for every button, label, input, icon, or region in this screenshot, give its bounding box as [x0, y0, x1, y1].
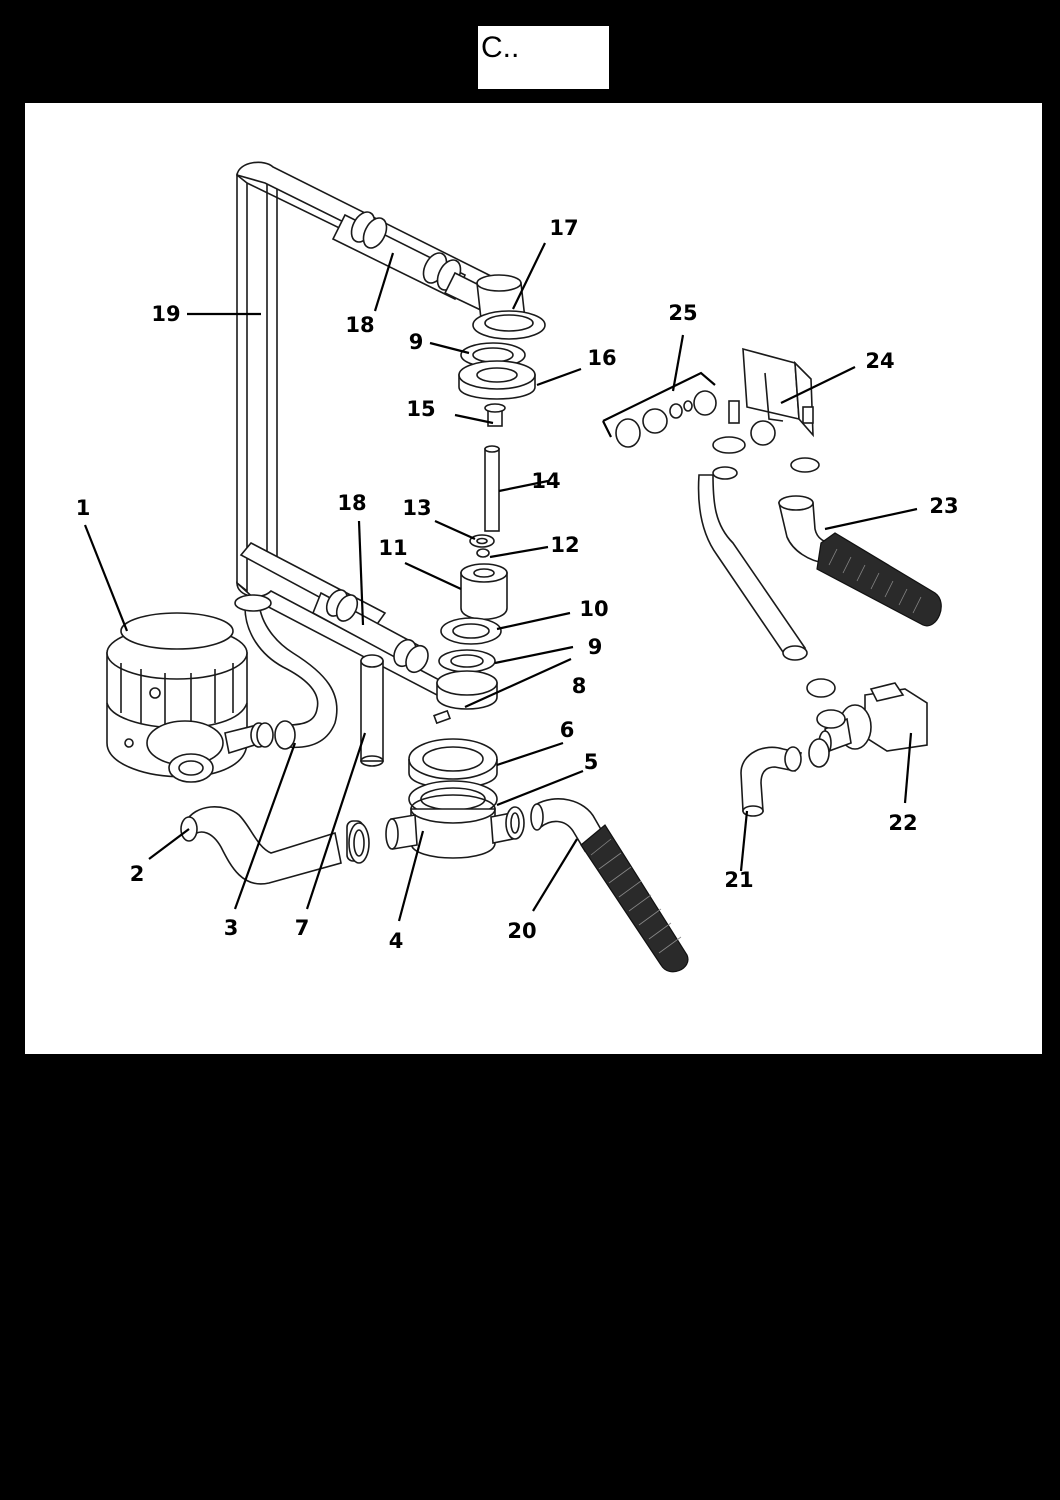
callout-18-lower: 18 — [337, 491, 366, 515]
leader-lines — [83, 242, 918, 922]
elbow-21 — [740, 746, 803, 817]
flange-8 — [433, 670, 498, 725]
callout-1: 1 — [76, 496, 91, 520]
vertical-pipe-7 — [360, 654, 384, 767]
pump-1 — [106, 612, 268, 783]
corrugated-hose-20 — [530, 798, 689, 973]
callout-6: 6 — [560, 718, 575, 742]
pipe-2 — [180, 806, 364, 885]
callout-10: 10 — [579, 597, 608, 621]
seal-10 — [440, 617, 502, 645]
callout-22: 22 — [888, 811, 917, 835]
callout-18-upper: 18 — [345, 313, 374, 337]
callout-4: 4 — [389, 929, 404, 953]
callout-5: 5 — [584, 750, 599, 774]
callout-25: 25 — [668, 301, 697, 325]
seal-ring-5 — [408, 780, 498, 818]
callout-16: 16 — [587, 346, 616, 370]
housing-11 — [460, 563, 508, 620]
callout-17: 17 — [549, 216, 578, 240]
callout-14: 14 — [531, 469, 560, 493]
callout-2: 2 — [130, 862, 145, 886]
callout-9-lower: 9 — [588, 635, 603, 659]
pipe-section-18-lower — [311, 589, 429, 674]
callout-15: 15 — [406, 397, 435, 421]
curved-pipe-right — [697, 466, 808, 661]
corrugated-hose-23 — [777, 495, 942, 627]
tee-fitting-17 — [472, 274, 546, 340]
header-box: C.. — [478, 26, 609, 89]
pipe-section-18-upper — [331, 211, 497, 315]
callout-3: 3 — [224, 916, 239, 940]
callout-21: 21 — [724, 868, 753, 892]
callout-7: 7 — [295, 916, 310, 940]
hose-3 — [234, 594, 338, 750]
flange-16 — [458, 360, 536, 400]
callout-23: 23 — [929, 494, 958, 518]
diagram-canvas: 1 2 3 4 5 6 7 8 9 9 10 11 12 13 14 15 16… — [76, 161, 959, 973]
callout-20: 20 — [507, 919, 536, 943]
callout-8: 8 — [572, 674, 587, 698]
header-text: C.. — [481, 31, 520, 64]
bushing-15 — [484, 403, 506, 427]
exploded-parts-diagram: 1 2 3 4 5 6 7 8 9 9 10 11 12 13 14 15 16… — [25, 103, 1042, 1054]
washer-13 — [469, 534, 495, 548]
shaft-14 — [484, 445, 500, 532]
ring-12 — [476, 548, 490, 558]
callout-9-upper: 9 — [409, 330, 424, 354]
bracket-24 — [712, 347, 820, 473]
fitting-set-25 — [602, 371, 717, 448]
hose-clamp-right — [505, 806, 525, 840]
callout-11: 11 — [378, 536, 407, 560]
callout-19: 19 — [151, 302, 180, 326]
gasket-9-lower — [438, 649, 496, 673]
strainer-body-4 — [385, 794, 514, 859]
hose-clamp-left — [348, 822, 370, 864]
callout-13: 13 — [402, 496, 431, 520]
callout-24: 24 — [865, 349, 894, 373]
callout-12: 12 — [550, 533, 579, 557]
